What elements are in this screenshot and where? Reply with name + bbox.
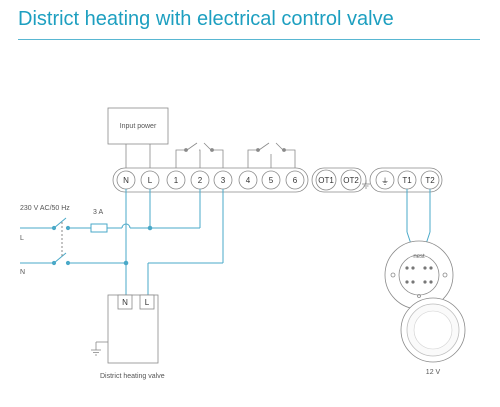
terminal-strip-main [112,167,309,193]
terminal-ot2: OT2 [340,169,362,191]
svg-text:OT1: OT1 [318,176,334,185]
svg-text:3: 3 [221,176,226,185]
valve-label: District heating valve [100,373,165,380]
svg-text:⏚: ⏚ [381,177,389,186]
terminal-therm-t2: T2 [420,170,440,190]
thermostat-voltage: 12 V [426,369,441,376]
terminal-4: 4 [238,170,258,190]
nest-brand: nest [413,254,425,260]
terminal-2: 2 [190,170,210,190]
svg-text:5: 5 [269,176,274,185]
fuse-label: 3 A [93,209,103,216]
supply-label: 230 V AC/50 Hz [20,205,70,212]
line-n-label: N [20,269,25,276]
nest-display [400,297,466,363]
terminal-5: 5 [261,170,281,190]
nest-thermostat: nest [384,240,454,310]
svg-text:T1: T1 [402,176,412,185]
svg-text:2: 2 [198,176,203,185]
svg-text:4: 4 [246,176,251,185]
district-heating-valve: N L [107,294,159,364]
svg-text:1: 1 [174,176,179,185]
relay-switch-2 [247,142,296,168]
live-wire [68,189,201,233]
terminal-3: 3 [213,170,233,190]
switched-wire [147,189,224,295]
svg-text:N: N [123,176,129,185]
neutral-wire [68,189,129,295]
valve-terminal-n: N [122,298,128,307]
input-power-box: Input power [107,107,169,145]
terminal-therm-t1: T1 [397,170,417,190]
strip-earth-icon [362,180,370,189]
title-rule [18,39,480,40]
valve-earth-icon [91,341,108,356]
svg-text:OT2: OT2 [343,176,359,185]
terminal-6: 6 [285,170,305,190]
svg-text:T2: T2 [425,176,435,185]
terminal-l: L [140,170,160,190]
input-power-label: Input power [120,123,157,130]
svg-text:6: 6 [293,176,298,185]
valve-terminal-l: L [145,298,150,307]
terminal-ot1: OT1 [315,169,337,191]
relay-switch-1 [175,142,224,168]
terminal-earth: ⏚ [375,170,395,190]
terminal-1: 1 [166,170,186,190]
isolator-switch [20,217,71,266]
diagram-title: District heating with electrical control… [18,8,394,30]
svg-text:L: L [148,176,153,185]
line-l-label: L [20,235,24,242]
terminal-n: N [116,170,136,190]
